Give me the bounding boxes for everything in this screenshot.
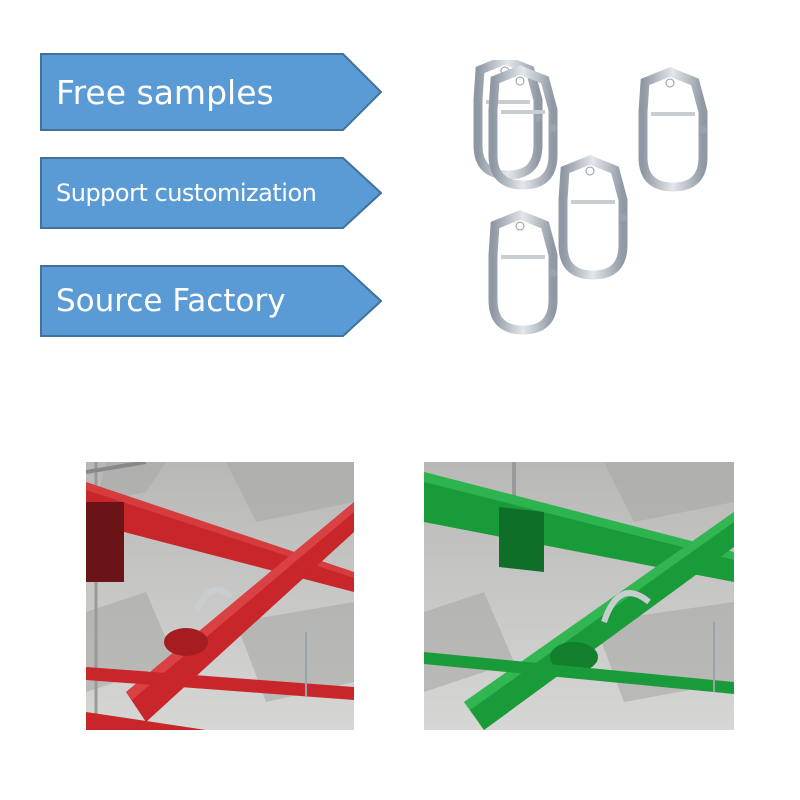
arrow-banner-shape <box>40 53 382 131</box>
arrow-banner-shape <box>40 265 382 337</box>
banner-support-customization: Support customization <box>40 157 382 229</box>
red-pipe-photo <box>85 460 354 730</box>
banner-source-factory: Source Factory <box>40 265 382 337</box>
clevis-hangers-image <box>460 55 720 340</box>
arrow-banner-shape <box>40 157 382 229</box>
banner-label: Support customization <box>56 179 317 207</box>
banner-label: Free samples <box>56 72 274 112</box>
green-pipe-photo <box>424 462 734 730</box>
banner-free-samples: Free samples <box>40 53 382 131</box>
banner-label: Source Factory <box>56 283 286 319</box>
